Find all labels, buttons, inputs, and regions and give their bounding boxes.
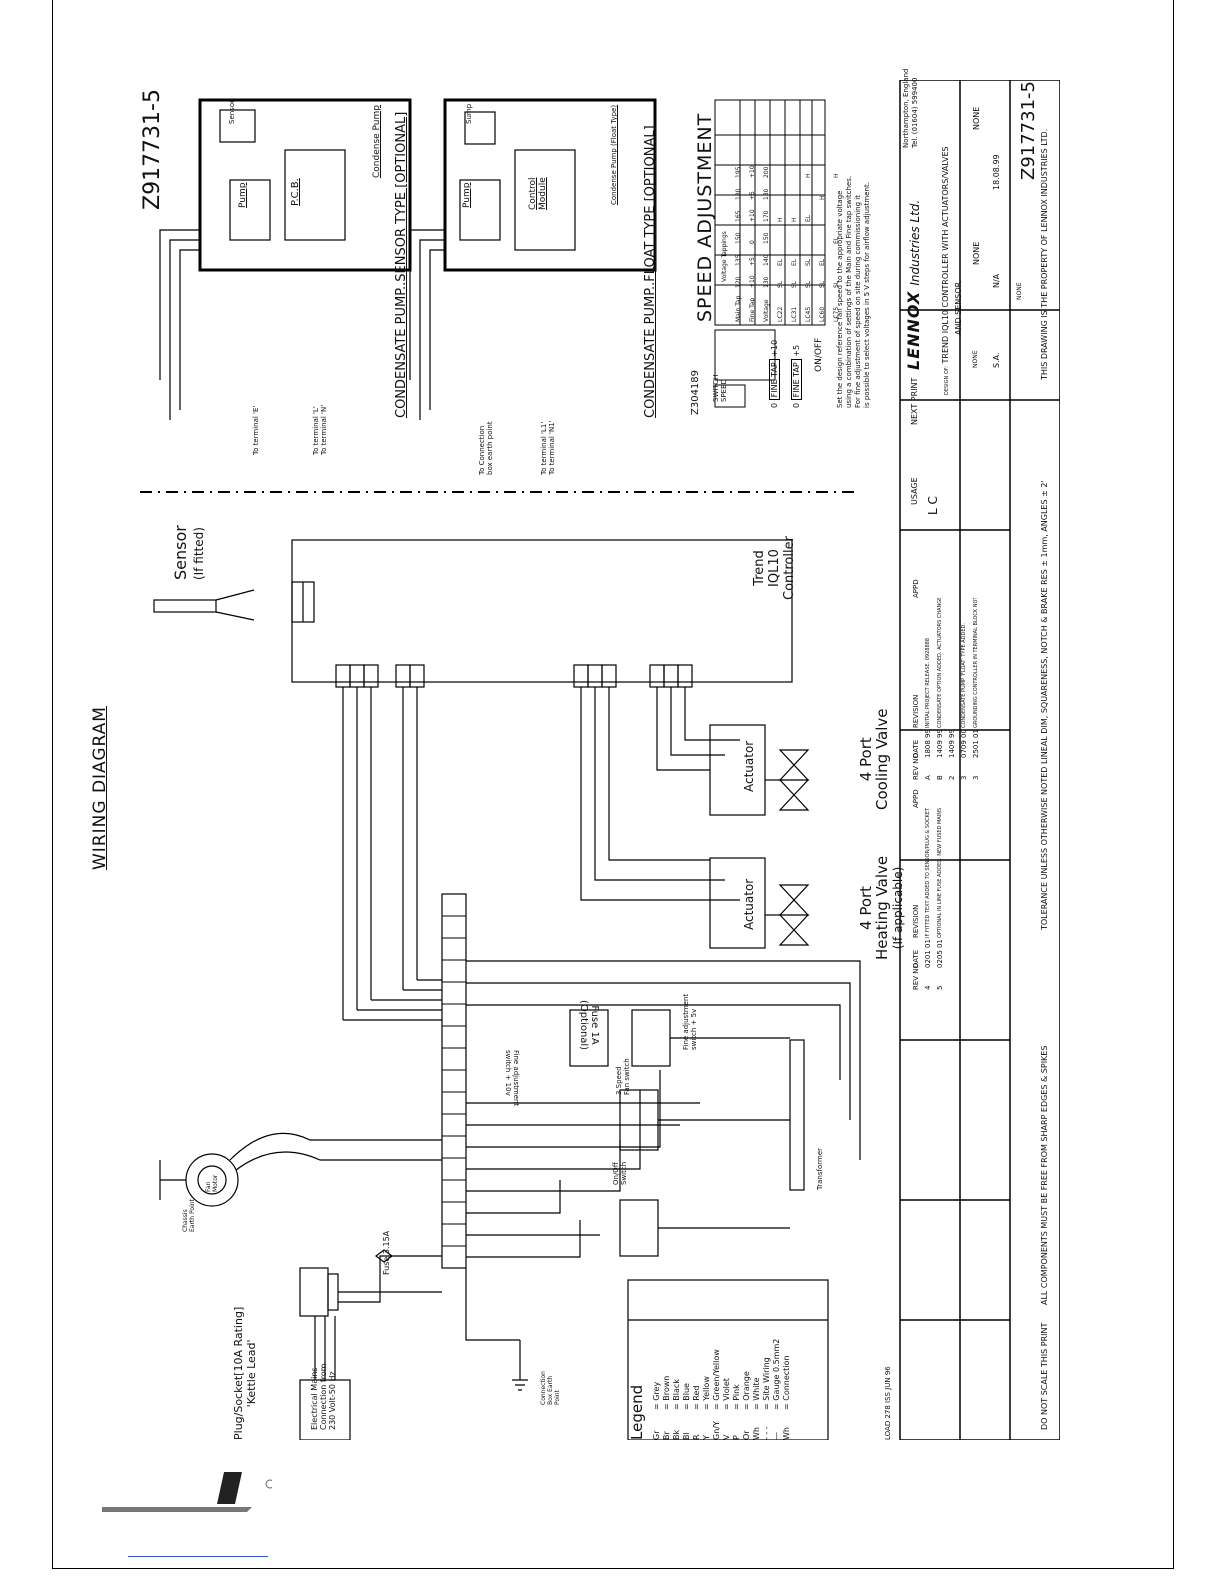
controller-box [291,539,793,683]
heating-valve-symbol [778,884,810,946]
title-block-frame [899,80,1060,1440]
pump-float-control [514,149,576,251]
on-off-switch [619,1199,659,1257]
footer-underline [128,1556,268,1557]
fan-motor [185,1153,239,1207]
pump-sensor-pump [229,179,271,241]
pump-float-pump [459,179,501,241]
page-border [52,0,1174,1569]
legend-box [627,1279,829,1440]
fine-adjust-switch-2 [631,1009,671,1067]
pump-sensor-sensor [219,109,256,143]
publisher-logo-mark [102,1472,272,1512]
transformer-strip [789,1039,805,1191]
speed-table-grid [714,99,826,408]
cooling-valve-symbol [778,749,810,811]
pump-float-section [409,98,657,420]
main-wiring-area [140,491,861,1440]
plug-socket [299,1267,329,1317]
terminal-block-dividers [442,915,466,1247]
sensor-probe [153,599,217,613]
electrical-mains-box [299,1379,351,1440]
pump-sensor-pcb [284,149,346,241]
pump-sensor-box [198,98,412,272]
wiring-drawing [140,80,1060,1440]
fine-adjust-switch-1 [569,1009,609,1067]
pump-float-sump [464,111,496,145]
three-speed-switch [619,1089,659,1151]
cooling-actuator [709,724,766,816]
terminal-block [441,893,467,1269]
pump-float-box [443,98,657,272]
heating-actuator [709,857,766,949]
pump-sensor-section [159,98,412,420]
controller-terminals [335,664,693,688]
